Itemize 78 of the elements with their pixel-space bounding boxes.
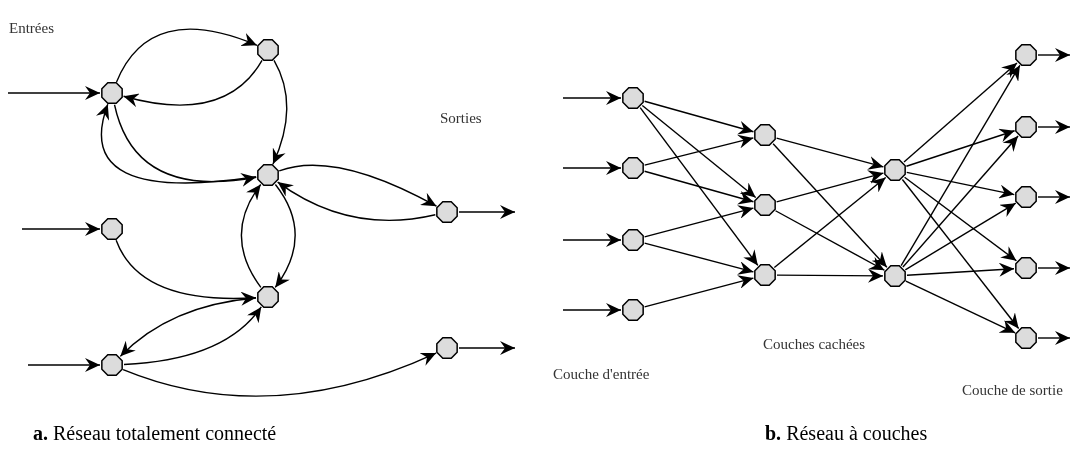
arrow <box>7 86 101 100</box>
arrow <box>277 181 436 221</box>
neuron-node <box>256 285 280 309</box>
arrow <box>643 205 755 238</box>
neuron-node <box>883 158 907 182</box>
neuron-node <box>621 298 645 322</box>
arrow <box>274 183 296 289</box>
arrow <box>119 297 257 358</box>
neuron-node <box>435 200 459 224</box>
neuron-node <box>1014 43 1038 67</box>
layer-label: Couche de sortie <box>962 382 1063 399</box>
arrow <box>901 178 1020 330</box>
arrow <box>122 59 263 107</box>
arrow <box>458 205 516 219</box>
arrow <box>278 164 438 207</box>
neuron-node <box>1014 256 1038 280</box>
neuron-node <box>753 193 777 217</box>
arrow <box>903 62 1018 163</box>
neuron-node <box>100 217 124 241</box>
caption: a. Réseau totalement connecté <box>33 422 277 445</box>
layer-label: Couches cachées <box>763 336 866 353</box>
arrow <box>21 222 101 236</box>
layer-label: Entrées <box>9 20 54 37</box>
arrow <box>900 64 1021 267</box>
arrow <box>562 161 622 175</box>
layer-label: Couche d'entrée <box>553 366 650 383</box>
arrow <box>1037 48 1071 62</box>
arrow <box>772 143 888 268</box>
arrow <box>641 104 757 199</box>
arrow <box>115 239 257 306</box>
arrow <box>903 176 1018 262</box>
arrow <box>774 210 886 271</box>
arrow <box>643 134 755 166</box>
arrow <box>123 306 262 366</box>
neuron-node <box>256 38 280 62</box>
caption: b. Réseau à couches <box>765 422 928 445</box>
neuron-node <box>1014 326 1038 350</box>
neuron-node <box>883 264 907 288</box>
arrow <box>639 106 759 267</box>
neuron-node <box>1014 115 1038 139</box>
arrow <box>562 91 622 105</box>
arrow <box>643 275 755 308</box>
arrow <box>902 135 1019 268</box>
arrow <box>1037 331 1071 345</box>
arrow <box>240 183 262 289</box>
neuron-node <box>256 163 280 187</box>
neuron-node <box>100 353 124 377</box>
neuron-node <box>621 86 645 110</box>
arrow <box>562 303 622 317</box>
neuron-node <box>1014 185 1038 209</box>
arrow <box>272 59 288 165</box>
arrow <box>905 128 1016 167</box>
arrow <box>122 352 437 397</box>
arrow <box>906 171 1015 199</box>
arrow <box>776 268 884 283</box>
arrow <box>775 170 885 203</box>
neuron-node <box>753 263 777 287</box>
arrow <box>643 100 755 135</box>
neuron-node <box>435 336 459 360</box>
arrow <box>1037 190 1071 204</box>
neuron-node <box>621 228 645 252</box>
arrow <box>458 341 516 355</box>
neuron-node <box>621 156 645 180</box>
arrow <box>27 358 101 372</box>
arrow <box>906 262 1015 277</box>
arrow <box>1037 120 1071 134</box>
neuron-node <box>753 123 777 147</box>
arrow <box>905 280 1016 334</box>
arrow <box>643 242 755 275</box>
arrow <box>1037 261 1071 275</box>
arrow <box>775 137 885 170</box>
arrow <box>643 170 755 205</box>
neuron-node <box>100 81 124 105</box>
arrow <box>115 28 258 83</box>
layer-label: Sorties <box>440 110 482 127</box>
arrow <box>904 202 1017 271</box>
arrow <box>773 176 887 269</box>
arrow <box>562 233 622 247</box>
